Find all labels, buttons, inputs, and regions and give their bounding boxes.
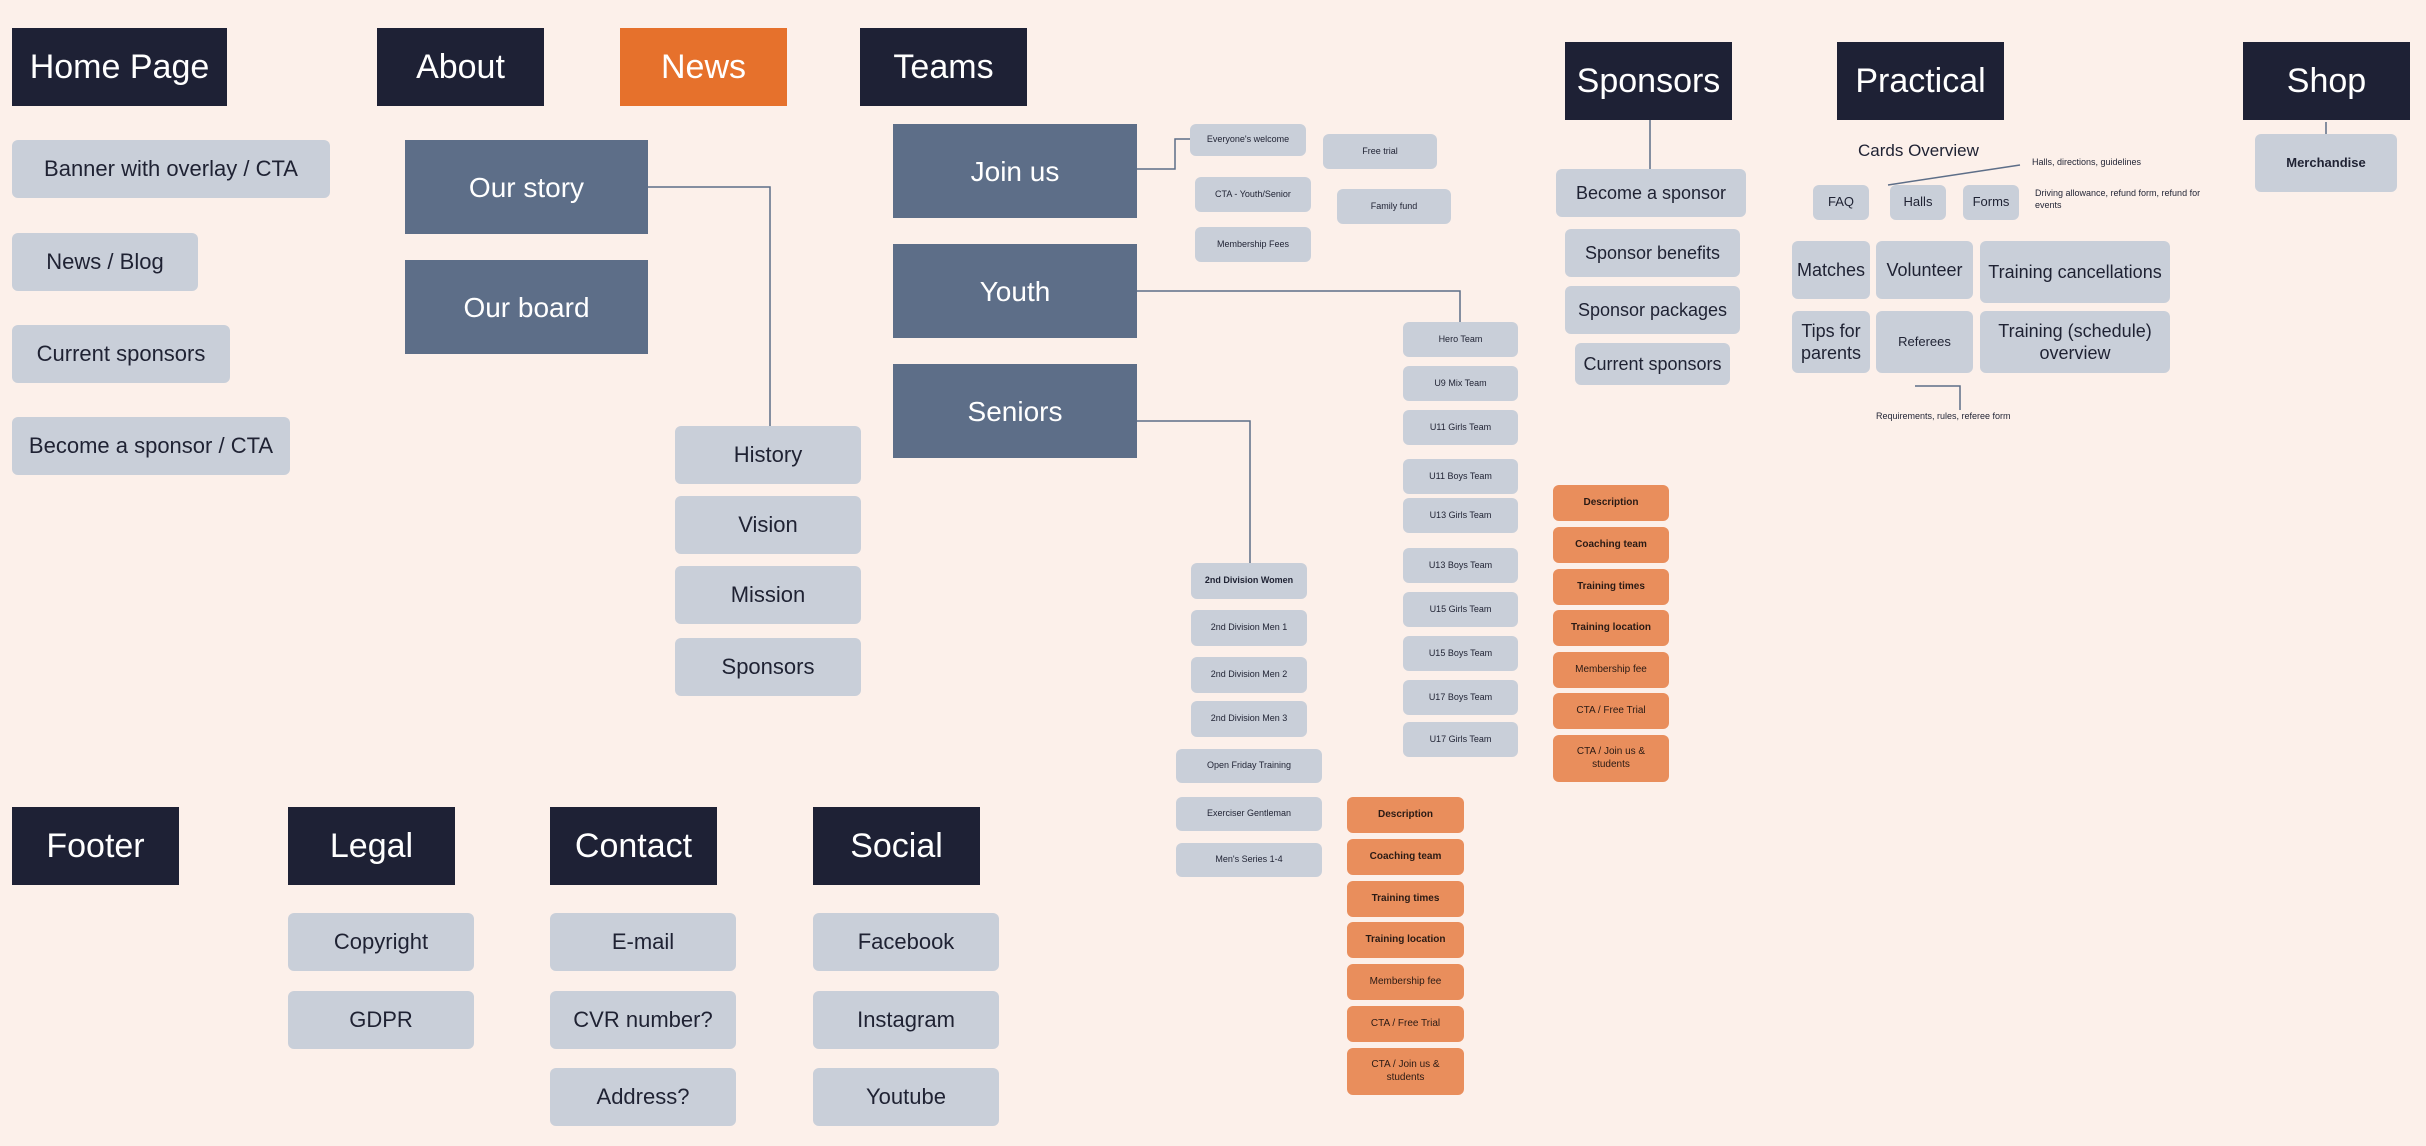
card-referees: Referees	[1876, 311, 1973, 373]
card-halls: Halls	[1890, 185, 1946, 220]
join-item-everyones-welcome: Everyone's welcome	[1190, 124, 1306, 156]
youth-team-item: U15 Boys Team	[1403, 636, 1518, 671]
referees-note: Requirements, rules, referee form	[1876, 411, 2011, 421]
nav-practical: Practical	[1837, 42, 2004, 120]
youth-team-item: U17 Girls Team	[1403, 722, 1518, 757]
sponsors-item-current: Current sponsors	[1575, 343, 1730, 385]
youth-page-item: Membership fee	[1553, 652, 1669, 688]
legal-item-gdpr: GDPR	[288, 991, 474, 1049]
connector-our-story-history	[648, 186, 771, 426]
shop-item-merchandise: Merchandise	[2255, 134, 2397, 192]
teams-youth: Youth	[893, 244, 1137, 338]
senior-page-item: Training times	[1347, 881, 1464, 917]
social-item-youtube: Youtube	[813, 1068, 999, 1126]
home-item-become-sponsor: Become a sponsor / CTA	[12, 417, 290, 475]
card-training-schedule-overview: Training (schedule) overview	[1980, 311, 2170, 373]
social-item-facebook: Facebook	[813, 913, 999, 971]
social-item-instagram: Instagram	[813, 991, 999, 1049]
senior-page-item: Description	[1347, 797, 1464, 833]
halls-note: Halls, directions, guidelines	[2032, 157, 2142, 167]
connector-youth-teams	[1137, 290, 1461, 322]
home-item-current-sponsors: Current sponsors	[12, 325, 230, 383]
senior-page-item: Membership fee	[1347, 964, 1464, 1000]
nav-legal: Legal	[288, 807, 455, 885]
contact-item-email: E-mail	[550, 913, 736, 971]
teams-join-us: Join us	[893, 124, 1137, 218]
youth-team-item: U13 Boys Team	[1403, 548, 1518, 583]
nav-teams: Teams	[860, 28, 1027, 106]
connector-cards-halls-note	[1887, 164, 2021, 186]
nav-news: News	[620, 28, 787, 106]
join-item-cta-youth-senior: CTA - Youth/Senior	[1195, 177, 1311, 212]
senior-team-item: Open Friday Training	[1176, 749, 1322, 783]
senior-team-item: Exerciser Gentleman	[1176, 797, 1322, 831]
join-item-family-fund: Family fund	[1337, 189, 1451, 224]
youth-page-item: Training times	[1553, 569, 1669, 605]
legal-item-copyright: Copyright	[288, 913, 474, 971]
senior-team-item: 2nd Division Men 1	[1191, 610, 1307, 646]
forms-note: Driving allowance, refund form, refund f…	[2035, 188, 2201, 210]
youth-team-item: Hero Team	[1403, 322, 1518, 357]
card-tips-for-parents: Tips for parents	[1792, 311, 1870, 373]
card-forms: Forms	[1963, 185, 2019, 220]
senior-page-item: Coaching team	[1347, 839, 1464, 875]
youth-team-item: U11 Girls Team	[1403, 410, 1518, 445]
join-item-membership-fees: Membership Fees	[1195, 227, 1311, 262]
story-item-mission: Mission	[675, 566, 861, 624]
contact-item-cvr-number: CVR number?	[550, 991, 736, 1049]
nav-home-page: Home Page	[12, 28, 227, 106]
join-item-free-trial: Free trial	[1323, 134, 1437, 169]
story-item-vision: Vision	[675, 496, 861, 554]
youth-team-item: U17 Boys Team	[1403, 680, 1518, 715]
youth-page-item: CTA / Join us & students	[1553, 735, 1669, 782]
nav-contact: Contact	[550, 807, 717, 885]
senior-team-item: 2nd Division Men 2	[1191, 657, 1307, 693]
teams-seniors: Seniors	[893, 364, 1137, 458]
contact-item-address: Address?	[550, 1068, 736, 1126]
card-faq: FAQ	[1813, 185, 1869, 220]
nav-shop: Shop	[2243, 42, 2410, 120]
card-matches: Matches	[1792, 241, 1870, 299]
nav-footer: Footer	[12, 807, 179, 885]
card-training-cancellations: Training cancellations	[1980, 241, 2170, 303]
youth-page-item: Description	[1553, 485, 1669, 521]
youth-team-item: U11 Boys Team	[1403, 459, 1518, 494]
youth-page-item: Coaching team	[1553, 527, 1669, 563]
sponsors-item-packages: Sponsor packages	[1565, 286, 1740, 334]
senior-team-item: 2nd Division Women	[1191, 563, 1307, 599]
youth-team-item: U9 Mix Team	[1403, 366, 1518, 401]
sponsors-item-become: Become a sponsor	[1556, 169, 1746, 217]
senior-page-item: CTA / Free Trial	[1347, 1006, 1464, 1042]
youth-team-item: U13 Girls Team	[1403, 498, 1518, 533]
about-our-board: Our board	[405, 260, 648, 354]
nav-social: Social	[813, 807, 980, 885]
nav-sponsors: Sponsors	[1565, 42, 1732, 120]
senior-page-item: Training location	[1347, 922, 1464, 958]
connector-referees-note	[1915, 385, 1961, 410]
youth-page-item: CTA / Free Trial	[1553, 693, 1669, 729]
story-item-history: History	[675, 426, 861, 484]
youth-team-item: U15 Girls Team	[1403, 592, 1518, 627]
story-item-sponsors: Sponsors	[675, 638, 861, 696]
senior-page-item: CTA / Join us & students	[1347, 1048, 1464, 1095]
connector-seniors-teams	[1137, 420, 1251, 563]
connector-join-us-options	[1137, 138, 1190, 170]
nav-about: About	[377, 28, 544, 106]
sponsors-item-benefits: Sponsor benefits	[1565, 229, 1740, 277]
about-our-story: Our story	[405, 140, 648, 234]
senior-team-item: Men's Series 1-4	[1176, 843, 1322, 877]
home-item-news-blog: News / Blog	[12, 233, 198, 291]
youth-page-item: Training location	[1553, 610, 1669, 646]
cards-overview-heading: Cards Overview	[1858, 141, 1979, 160]
home-item-banner: Banner with overlay / CTA	[12, 140, 330, 198]
card-volunteer: Volunteer	[1876, 241, 1973, 299]
senior-team-item: 2nd Division Men 3	[1191, 701, 1307, 737]
